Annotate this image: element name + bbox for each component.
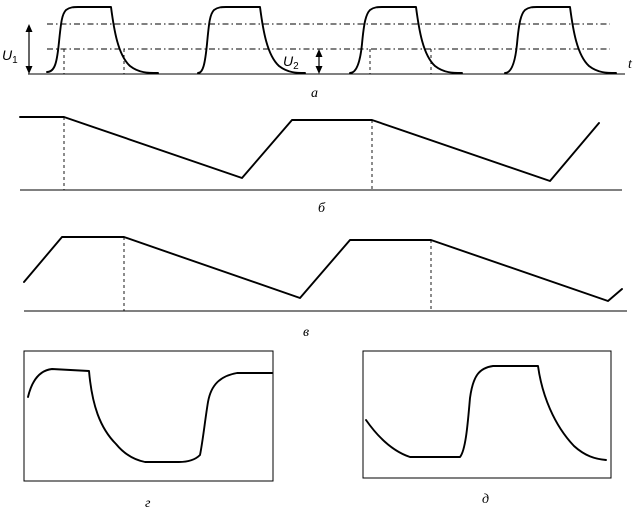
u1-label-main: U <box>2 47 13 63</box>
panel-a-label: а <box>311 86 318 101</box>
panel-b-waveform <box>19 116 600 182</box>
panel-d-waveform <box>365 365 607 461</box>
panel-a-pulse-3 <box>349 6 463 74</box>
panel-g: г <box>23 350 274 509</box>
panel-g-frame <box>23 350 274 482</box>
panel-v: в <box>23 236 627 340</box>
panel-g-waveform <box>27 368 273 463</box>
u2-label-subscript: 2 <box>293 61 299 72</box>
u2-label-main: U <box>283 53 294 69</box>
u2-arrow-head-down <box>315 66 323 74</box>
panel-g-label: г <box>145 496 151 509</box>
panel-a-pulse-1 <box>46 6 159 74</box>
panel-d: д <box>362 350 612 507</box>
panel-d-label: д <box>482 492 489 507</box>
u2-arrow-head-up <box>315 49 323 57</box>
panel-a-pulse-2 <box>197 6 306 74</box>
panel-d-frame <box>362 350 612 479</box>
u1-arrow-head-up <box>25 24 33 32</box>
panel-a-pulse-4 <box>504 6 617 74</box>
panel-v-label: в <box>303 325 309 340</box>
u2-label: U2 <box>283 53 299 72</box>
panel-b: б <box>19 116 622 216</box>
panel-v-waveform <box>23 236 623 302</box>
u1-arrow-head-down <box>25 66 33 74</box>
u1-label: U1 <box>2 47 18 66</box>
panel-b-label: б <box>318 201 326 216</box>
time-axis-label: t <box>628 57 633 72</box>
panel-a: U1 U2 t а <box>2 6 633 101</box>
u1-label-subscript: 1 <box>12 55 18 66</box>
